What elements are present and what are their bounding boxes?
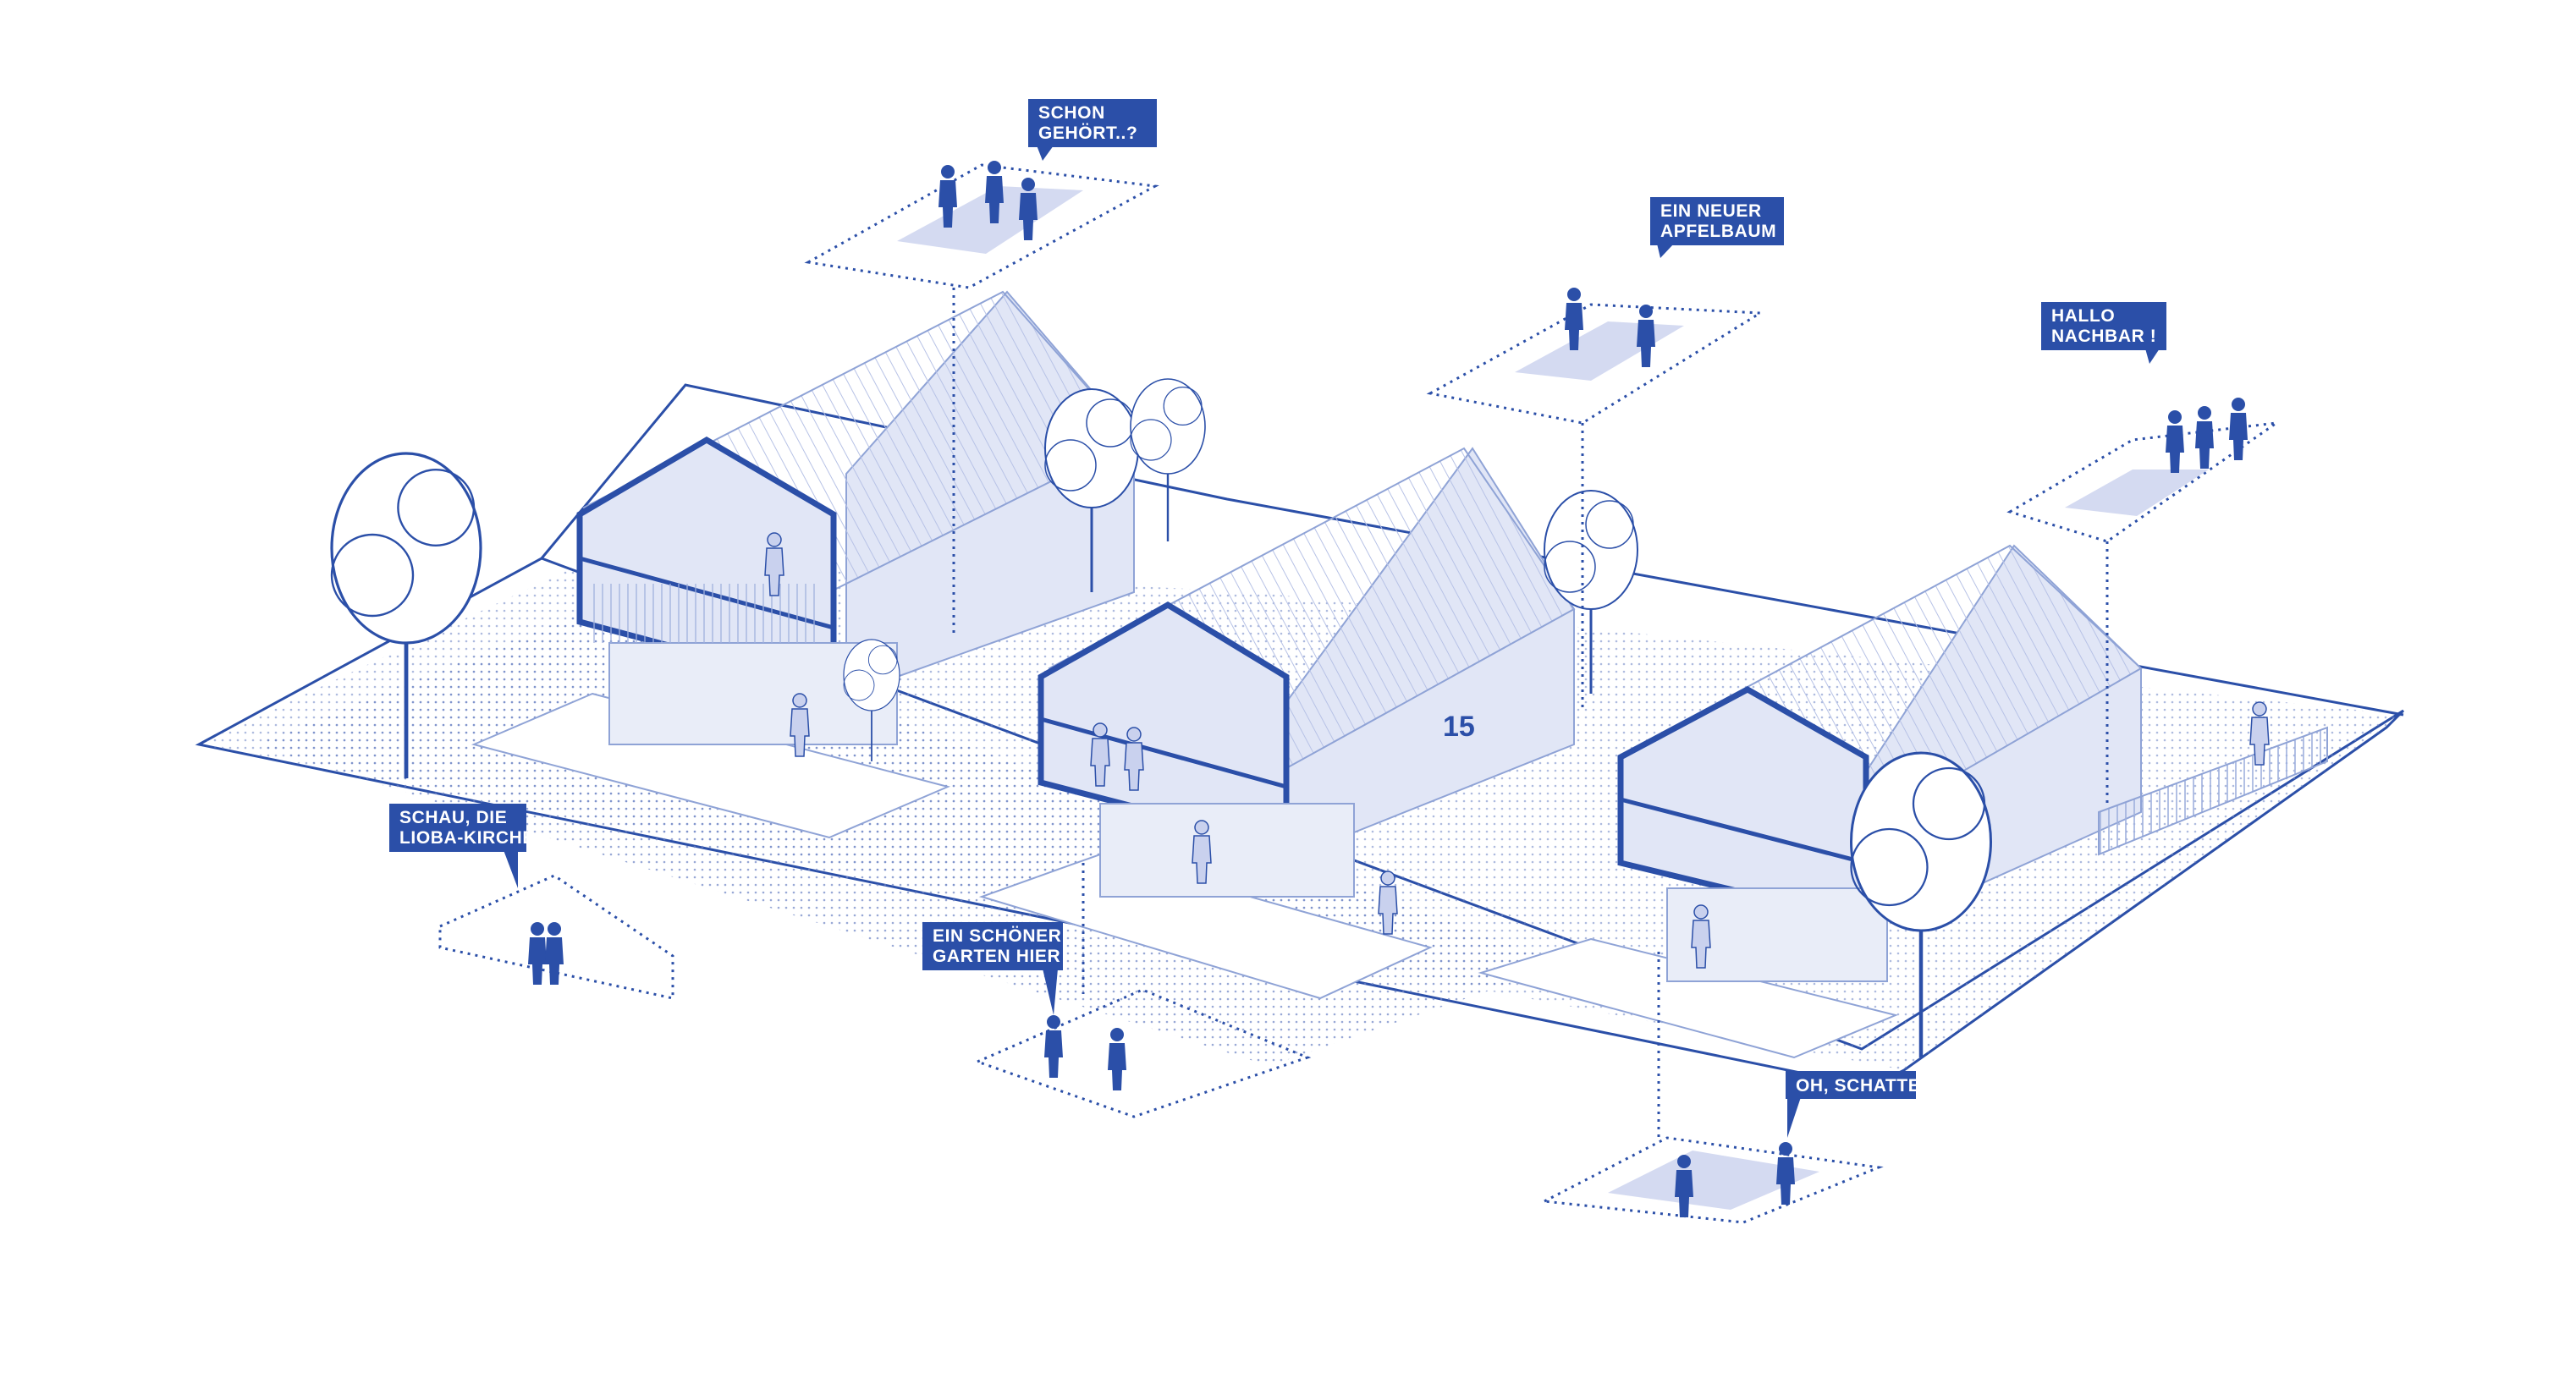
callout-line: SCHAU, DIE bbox=[399, 808, 507, 827]
callout-ein-neuer-apfelbaum: EIN NEUER APFELBAUM bbox=[1650, 197, 1784, 258]
callout-line: EIN NEUER bbox=[1660, 201, 1762, 221]
callout-schon-gehoert: SCHON GEHÖRT..? bbox=[1028, 99, 1157, 161]
callout-line: NACHBAR ! bbox=[2051, 327, 2156, 346]
callout-line: SCHON bbox=[1038, 103, 1105, 123]
house-3-ramp bbox=[2098, 726, 2328, 856]
vignette-platforms bbox=[438, 163, 2277, 1224]
callout-line: APFELBAUM bbox=[1660, 222, 1776, 241]
callout-line: LIOBA-KIRCHE bbox=[399, 828, 535, 848]
platform-garten bbox=[973, 988, 1312, 1118]
callout-ein-schoener-garten-hier: EIN SCHÖNER GARTEN HIER bbox=[922, 922, 1067, 1015]
platform-schon-gehoert bbox=[804, 163, 1159, 289]
callout-oh-schatten: OH, SCHATTEN bbox=[1786, 1071, 1934, 1138]
callout-schau-die-lioba-kirche: SCHAU, DIE LIOBA-KIRCHE bbox=[389, 804, 535, 888]
platform-apfelbaum bbox=[1426, 303, 1764, 425]
svg-text:SCHON GEHÖRT..?: SCHON GEHÖRT..? bbox=[1038, 103, 1137, 143]
platform-hallo-nachbar bbox=[2006, 421, 2277, 543]
callout-line: GARTEN HIER bbox=[933, 947, 1060, 966]
house-1-balcony-rail bbox=[592, 584, 821, 643]
callout-line: GEHÖRT..? bbox=[1038, 124, 1137, 143]
stepped-terrace-2 bbox=[978, 853, 1433, 1000]
svg-text:SCHAU, DIE LIOBA-KIRCHE: SCHAU, DIE LIOBA-KIRCHE bbox=[399, 808, 535, 848]
house-2: 15 bbox=[1038, 447, 1576, 898]
platform-schatten bbox=[1539, 1136, 1884, 1224]
callout-line: EIN SCHÖNER bbox=[933, 926, 1061, 946]
house-3 bbox=[1617, 544, 2328, 982]
stepped-terrace-1 bbox=[471, 692, 951, 839]
svg-text:HALLO NACHBAR !: HALLO NACHBAR ! bbox=[2051, 306, 2156, 346]
svg-text:OH, SCHATTEN: OH, SCHATTEN bbox=[1796, 1076, 1934, 1096]
house-number: 15 bbox=[1443, 711, 1475, 743]
svg-text:EIN NEUER APFELBAUM: EIN NEUER APFELBAUM bbox=[1660, 201, 1776, 241]
svg-text:EIN SCHÖNER GARTEN HIER: EIN SCHÖNER GARTEN HIER bbox=[933, 926, 1067, 966]
stepped-terrace-3 bbox=[1478, 937, 1899, 1059]
house-2-ground-floor bbox=[1099, 803, 1355, 898]
callout-line: OH, SCHATTEN bbox=[1796, 1076, 1934, 1096]
callout-line: HALLO bbox=[2051, 306, 2115, 326]
callout-hallo-nachbar: HALLO NACHBAR ! bbox=[2041, 302, 2166, 364]
house-1 bbox=[576, 290, 1136, 745]
